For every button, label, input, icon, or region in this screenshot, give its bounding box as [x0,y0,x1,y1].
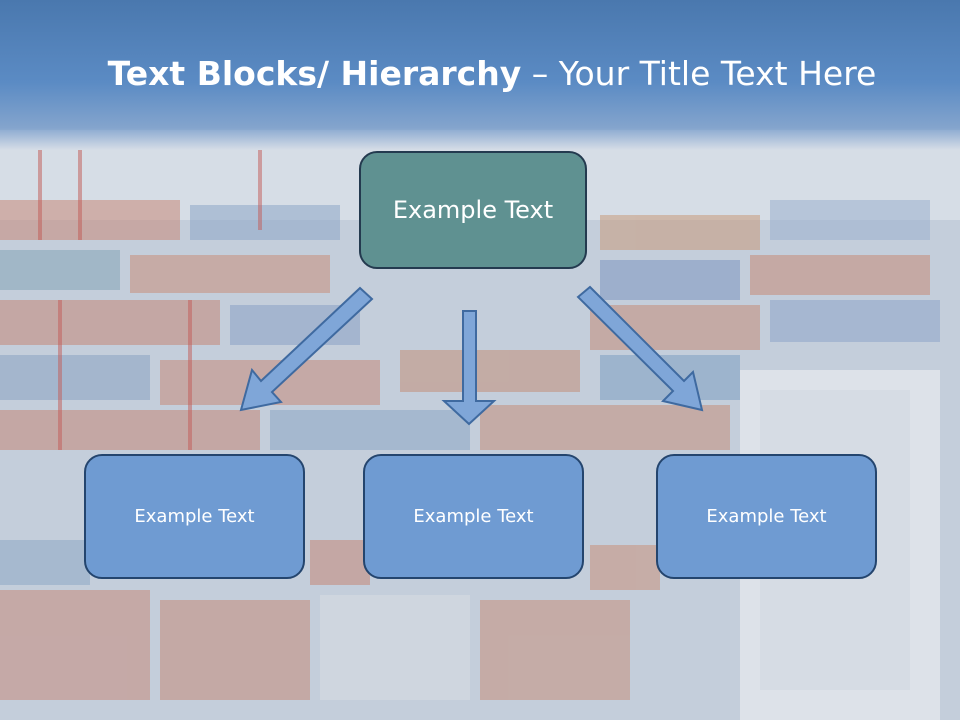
hierarchy-child-box-right[interactable]: Example Text [656,454,877,579]
hierarchy-child-box-left[interactable]: Example Text [84,454,305,579]
arrow-to-left-box [239,286,374,412]
slide-title-rest: – Your Title Text Here [521,54,877,93]
arrow-to-right-box [576,285,704,412]
hierarchy-root-box[interactable]: Example Text [359,151,587,269]
title-band [0,0,960,150]
slide-title-bold: Text Blocks/ Hierarchy [107,54,522,93]
arrow-to-middle-box [441,310,497,426]
slide-title: Text Blocks/ Hierarchy – Your Title Text… [0,52,960,96]
hierarchy-child-box-middle[interactable]: Example Text [363,454,584,579]
